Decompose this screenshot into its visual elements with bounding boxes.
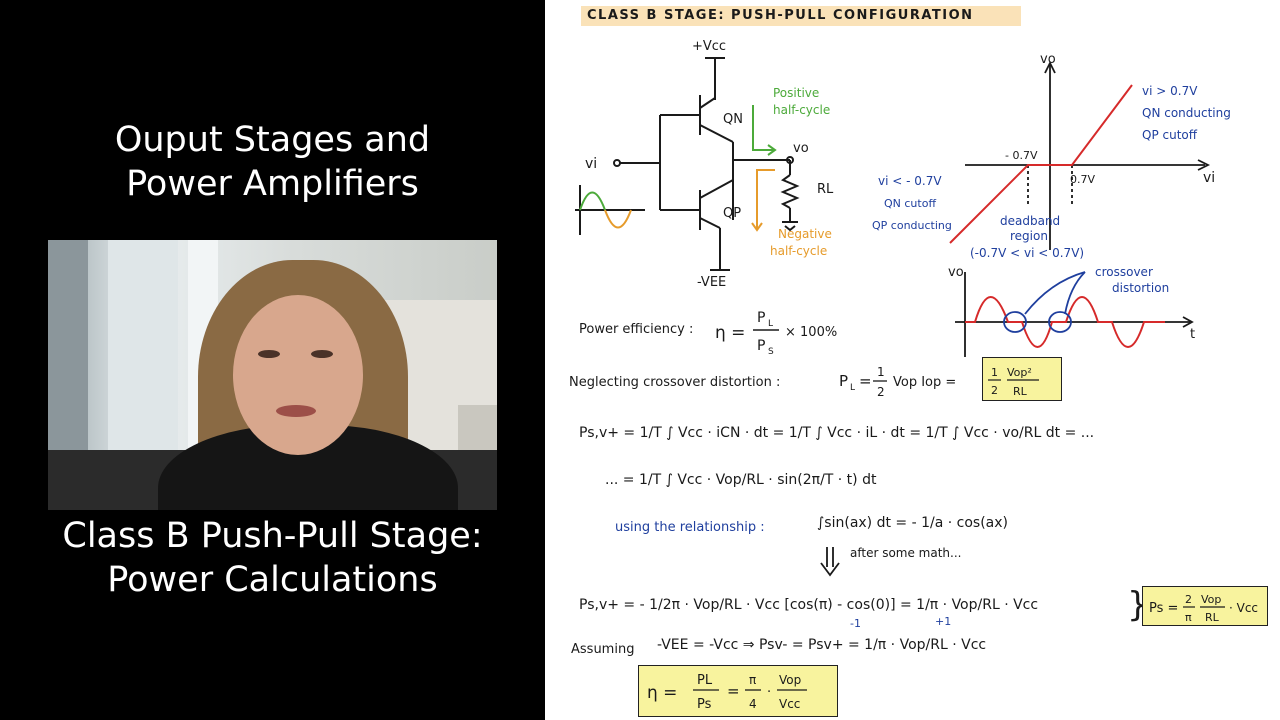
- svg-text:η =: η =: [647, 683, 677, 703]
- presenter-eye: [258, 350, 280, 358]
- ps-result-box: Ps = 2 π Vop RL · Vcc: [1142, 586, 1268, 626]
- svg-text:P: P: [839, 372, 848, 390]
- svg-text:Vop: Vop: [779, 673, 801, 687]
- neglecting-label: Neglecting crossover distortion :: [569, 375, 781, 390]
- ps-integral-line-1: Ps,v+ = 1/T ∫ Vcc · iCN · dt = 1/T ∫ Vcc…: [579, 425, 1095, 441]
- left-note-1: vi < - 0.7V: [878, 174, 942, 188]
- neg-07-label: - 0.7V: [1005, 149, 1038, 162]
- qp-label: QP: [723, 206, 741, 221]
- range-label: (-0.7V < vi < 0.7V): [970, 246, 1084, 260]
- cos-pi-value: -1: [850, 617, 861, 630]
- crossover-label: crossover: [1095, 265, 1153, 279]
- pos-07-label: 0.7V: [1070, 173, 1095, 186]
- notes-heading: CLASS B STAGE: PUSH-PULL CONFIGURATION: [587, 8, 974, 23]
- region-label: region: [1010, 229, 1048, 243]
- notes-panel: CLASS B STAGE: PUSH-PULL CONFIGURATION: [545, 0, 1280, 720]
- svg-text:× 100%: × 100%: [785, 325, 837, 340]
- svg-text:2: 2: [991, 384, 998, 397]
- svg-text:S: S: [768, 347, 774, 357]
- svg-text:2: 2: [1185, 593, 1192, 606]
- relationship-formula: ∫sin(ax) dt = - 1/a · cos(ax): [817, 515, 1008, 531]
- svg-text:·: ·: [767, 685, 771, 700]
- svg-text:Ps =: Ps =: [1149, 601, 1178, 616]
- left-panel: Ouput Stages and Power Amplifiers Class …: [0, 0, 545, 720]
- positive-label: Positive: [773, 86, 819, 100]
- output-waveform: vo t crossover distortion: [948, 265, 1195, 357]
- svg-text:1: 1: [877, 365, 885, 379]
- heading-highlight: [581, 6, 1021, 26]
- right-note-3: QP cutoff: [1142, 128, 1198, 142]
- cos-zero-value: +1: [935, 615, 952, 628]
- deadband-label: deadband: [1000, 214, 1060, 228]
- vee-label: -VEE: [697, 275, 726, 290]
- presenter-eye: [311, 350, 333, 358]
- qn-label: QN: [723, 112, 743, 127]
- wave-t-label: t: [1190, 327, 1195, 342]
- svg-text:π: π: [749, 673, 756, 687]
- rl-label: RL: [817, 182, 834, 197]
- efficiency-label: Power efficiency :: [579, 322, 694, 337]
- video-title-line-1: Class B Push-Pull Stage:: [62, 516, 483, 556]
- svg-text:2: 2: [877, 385, 885, 399]
- vi-label: vi: [585, 156, 597, 172]
- svg-text:· Vcc: · Vcc: [1229, 601, 1258, 615]
- svg-text:Vcc: Vcc: [779, 697, 800, 711]
- svg-text:=: =: [727, 682, 740, 700]
- pl-result-box: 1 2 Vop² RL: [982, 357, 1062, 401]
- svg-text:RL: RL: [1013, 385, 1028, 398]
- right-note-1: vi > 0.7V: [1142, 84, 1198, 98]
- right-note-2: QN conducting: [1142, 106, 1231, 120]
- efficiency-result-box: η = PL Ps = π 4 · Vop Vcc: [638, 665, 838, 717]
- ps-integral-line-2: ... = 1/T ∫ Vcc · Vop/RL · sin(2π/T · t)…: [605, 472, 877, 488]
- left-note-2: QN cutoff: [884, 197, 936, 210]
- wave-vo-label: vo: [948, 265, 964, 280]
- svg-text:L: L: [768, 319, 773, 329]
- svg-text:Vop²: Vop²: [1007, 366, 1032, 379]
- section-title: Ouput Stages and Power Amplifiers: [0, 118, 545, 206]
- presenter-video: [48, 240, 497, 510]
- vo-label: vo: [793, 141, 809, 156]
- window-blind: [48, 240, 88, 480]
- window-blind: [108, 240, 178, 480]
- section-title-line-1: Ouput Stages and: [114, 120, 431, 160]
- presenter-mouth: [276, 405, 316, 417]
- assuming-equation: -VEE = -Vcc ⇒ Psv- = Psv+ = 1/π · Vop/RL…: [657, 637, 987, 653]
- down-arrow-icon: [820, 547, 840, 577]
- after-some-math-label: after some math...: [850, 546, 962, 560]
- video-title: Class B Push-Pull Stage: Power Calculati…: [0, 514, 545, 602]
- svg-text:P: P: [757, 338, 765, 354]
- ps-result-line: Ps,v+ = - 1/2π · Vop/RL · Vcc [cos(π) - …: [579, 597, 1039, 613]
- svg-text:RL: RL: [1205, 611, 1220, 624]
- svg-text:Ps: Ps: [697, 697, 712, 712]
- svg-text:4: 4: [749, 697, 757, 711]
- video-title-line-2: Power Calculations: [107, 560, 438, 600]
- svg-text:PL: PL: [697, 673, 713, 688]
- negative-label: Negative: [778, 227, 832, 241]
- svg-text:=: =: [859, 372, 872, 390]
- vo-axis-label: vo: [1040, 52, 1056, 67]
- svg-text:1: 1: [991, 366, 998, 379]
- svg-text:Vop Iop =: Vop Iop =: [893, 375, 956, 390]
- push-pull-circuit: +Vcc -VEE vi vo QN QP RL Positive half-c…: [575, 39, 834, 290]
- transfer-characteristic: vo vi - 0.7V 0.7V vi > 0.7V QN conductin…: [872, 52, 1231, 260]
- svg-text:Vop: Vop: [1201, 593, 1221, 606]
- svg-text:L: L: [850, 383, 855, 393]
- svg-text:π: π: [1185, 611, 1192, 624]
- negative-half-cycle: half-cycle: [770, 244, 827, 258]
- using-relationship-label: using the relationship :: [615, 520, 765, 535]
- positive-half-cycle: half-cycle: [773, 103, 830, 117]
- vi-axis-label: vi: [1203, 170, 1215, 186]
- left-note-3: QP conducting: [872, 219, 952, 232]
- svg-text:P: P: [757, 310, 765, 326]
- vcc-label: +Vcc: [692, 39, 726, 54]
- svg-text:η =: η =: [715, 323, 745, 343]
- distortion-label: distortion: [1112, 281, 1169, 295]
- section-title-line-2: Power Amplifiers: [126, 164, 419, 204]
- presenter-face: [233, 295, 363, 455]
- assuming-label: Assuming: [571, 642, 635, 657]
